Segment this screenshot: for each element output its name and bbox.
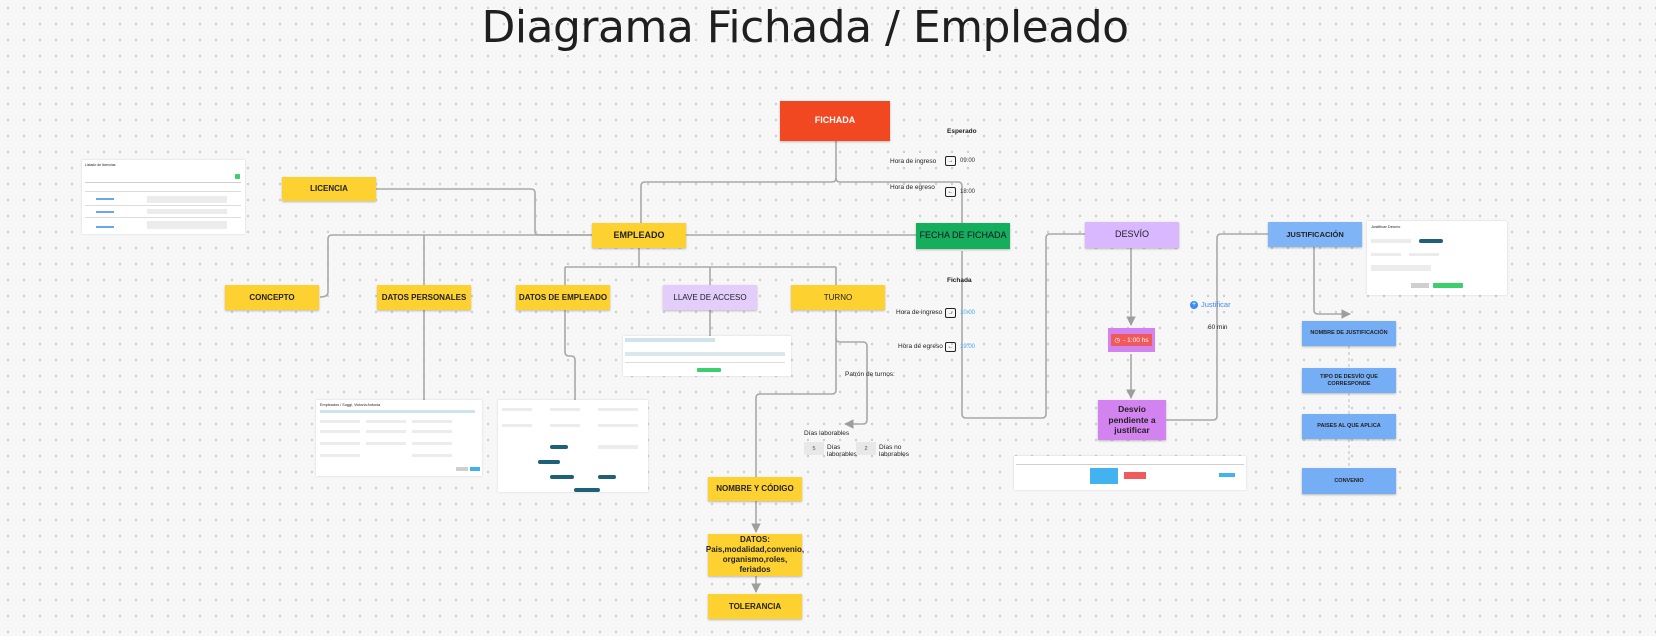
node-tipo-de-desvio[interactable]: TIPO DE DESVÍO QUE CORRESPONDE: [1302, 368, 1396, 393]
node-tolerancia[interactable]: TOLERANCIA: [708, 594, 802, 619]
node-datos-turno[interactable]: DATOS: Pais,modalidad,convenio, organism…: [705, 534, 805, 576]
desvio-badge-value: - 1:00 hs: [1123, 336, 1149, 344]
justificar-desvio-button: [1433, 283, 1463, 288]
tipo-desvio-line-1: TIPO DE DESVÍO QUE: [1320, 373, 1378, 380]
datos-turno-line-3: organismo,roles, feriados: [722, 555, 788, 574]
justificar-label: Justificar: [1201, 300, 1231, 309]
dias-laborables-label-2: laborables: [827, 451, 857, 458]
esperado-ingreso-value: 09:00: [960, 158, 976, 164]
login-icon: →: [945, 308, 956, 318]
page-title: Diagrama Fichada / Empleado: [481, 2, 1129, 53]
justificar-desvio-title: Justificar Desvío: [1371, 224, 1401, 229]
node-desvio-pendiente[interactable]: Desvio pendiente a justificar: [1098, 400, 1166, 440]
licencias-thumbnail-title: Listado de licencias: [85, 163, 116, 167]
empleados-thumbnail-title: Empleados / Suggi, Victoria Antonia: [320, 403, 381, 407]
dias-laborables-count: 5: [804, 442, 824, 455]
justificar-minutes: 60 min: [1208, 324, 1228, 331]
fichada-heading: Fichada: [947, 277, 972, 284]
desvio-pendiente-line-1: Desvio pendiente a: [1108, 404, 1156, 425]
node-nombre-y-codigo[interactable]: NOMBRE Y CÓDIGO: [708, 477, 802, 501]
fichada-ingreso-time: → 10:00: [945, 308, 975, 318]
connector-fichada-empleado: [640, 141, 837, 224]
connector-licencia-empleado: [376, 188, 592, 236]
fichada-ingreso-label: Hora de ingreso: [896, 309, 943, 316]
logout-icon: ←: [945, 342, 956, 352]
dias-heading: Días laborables: [804, 430, 850, 437]
datos-empleado-thumbnail: [498, 400, 648, 492]
desvio-badge-inner: ◷ - 1:00 hs: [1110, 334, 1153, 346]
fichada-ingreso-value: 10:00: [960, 310, 976, 316]
connector-fichada-fecha: [835, 177, 963, 224]
tipo-desvio-line-2: CORRESPONDE: [1327, 380, 1371, 387]
esperado-egreso-label: Hora de egreso: [890, 184, 935, 191]
plus-icon: +: [1190, 300, 1198, 309]
fichada-egreso-time: ← 19:00: [945, 342, 975, 352]
dias-no-laborables-label-1: Días no: [879, 444, 902, 451]
clock-icon: ◷: [1114, 337, 1121, 344]
node-paises-al-que-aplica[interactable]: PAISES AL QUE APLICA: [1302, 414, 1396, 439]
justificar-desvio-thumbnail: Justificar Desvío: [1367, 221, 1507, 295]
patron-label: Patrón de turnos:: [845, 371, 895, 378]
node-licencia[interactable]: LICENCIA: [282, 177, 376, 201]
desvio-badge: ◷ - 1:00 hs: [1108, 328, 1155, 352]
dias-no-laborables-label: Días no laborables: [879, 444, 909, 458]
login-icon: →: [945, 156, 956, 166]
esperado-egreso-value: 18:00: [960, 189, 976, 195]
dias-laborables-label-1: Días: [827, 444, 841, 451]
justificar-link[interactable]: + Justificar: [1190, 300, 1231, 309]
dias-no-laborables-label-2: laborables: [879, 451, 909, 458]
esperado-ingreso-label: Hora de ingreso: [890, 158, 937, 165]
node-turno[interactable]: TURNO: [791, 285, 885, 310]
node-concepto[interactable]: CONCEPTO: [225, 285, 319, 310]
node-nombre-de-justificacion[interactable]: NOMBRE DE JUSTIFICACIÓN: [1302, 321, 1396, 346]
esperado-egreso-time: ← 18:00: [945, 187, 975, 197]
connector-empleado-concepto: [319, 234, 592, 298]
esperado-heading: Esperado: [947, 128, 977, 135]
licencias-thumbnail: Listado de licencias: [82, 160, 245, 234]
desvio-table-thumbnail: [1014, 456, 1246, 490]
node-desvio[interactable]: DESVÍO: [1085, 222, 1179, 248]
node-datos-personales[interactable]: DATOS PERSONALES: [377, 285, 471, 310]
desvio-pendiente-line-2: justificar: [1114, 425, 1150, 436]
fichada-egreso-label: Hora de egreso: [898, 343, 943, 350]
node-fichada[interactable]: FICHADA: [780, 101, 890, 141]
datos-turno-line-1: DATOS:: [740, 535, 770, 544]
node-empleado[interactable]: EMPLEADO: [592, 223, 686, 248]
node-datos-de-empleado[interactable]: DATOS DE EMPLEADO: [516, 285, 610, 310]
node-fecha-de-fichada[interactable]: FECHA DE FICHADA: [916, 223, 1010, 249]
llave-thumbnail: [623, 336, 791, 376]
empleados-thumbnail: Empleados / Suggi, Victoria Antonia: [316, 400, 482, 476]
node-justificacion[interactable]: JUSTIFICACIÓN: [1268, 222, 1362, 247]
datos-turno-line-2: Pais,modalidad,convenio,: [705, 545, 805, 554]
node-convenio[interactable]: CONVENIO: [1302, 468, 1396, 494]
esperado-ingreso-time: → 09:00: [945, 156, 975, 166]
dias-laborables-label: Días laborables: [827, 444, 857, 458]
licencias-add-button: [235, 174, 240, 179]
fichada-egreso-value: 19:00: [960, 344, 976, 350]
logout-icon: ←: [945, 187, 956, 197]
dias-no-laborables-count: 2: [856, 442, 876, 455]
node-llave-de-acceso[interactable]: LLAVE DE ACCESO: [663, 285, 757, 310]
